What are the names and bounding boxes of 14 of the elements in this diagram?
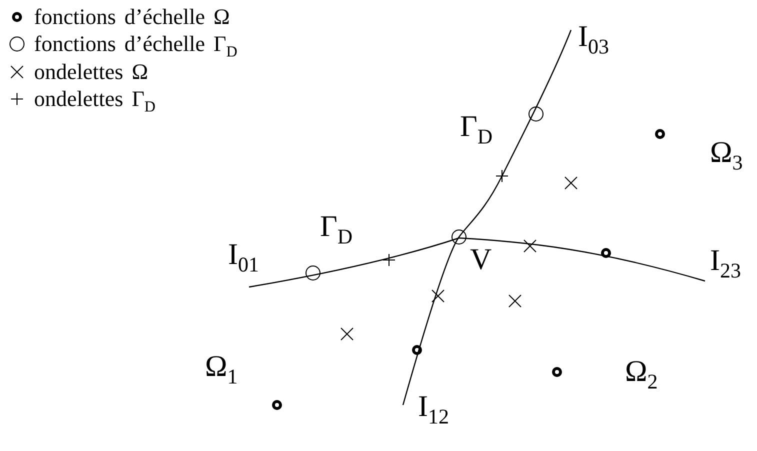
math-label: I$_{01}$ xyxy=(228,240,259,270)
math-label: Γ$_{D}$ xyxy=(320,212,353,242)
math-label: I$_{03}$ xyxy=(578,22,609,52)
legend-label: ondelettes Ω xyxy=(34,61,148,83)
math-label: Ω$_{1}$ xyxy=(205,352,238,382)
math-label: I$_{12}$ xyxy=(418,392,449,422)
legend-label: fonctions d’échelle Γ$_{D}$ xyxy=(34,33,238,55)
math-label: Γ$_{D}$ xyxy=(460,112,493,142)
math-label: Ω$_{2}$ xyxy=(625,357,658,387)
legend-label: fonctions d’échelle Ω xyxy=(34,6,230,28)
legend-label: ondelettes Γ$_{D}$ xyxy=(34,88,156,110)
math-label: V xyxy=(470,245,492,275)
math-label: I$_{23}$ xyxy=(710,246,741,276)
math-label: Ω$_{3}$ xyxy=(710,138,743,168)
